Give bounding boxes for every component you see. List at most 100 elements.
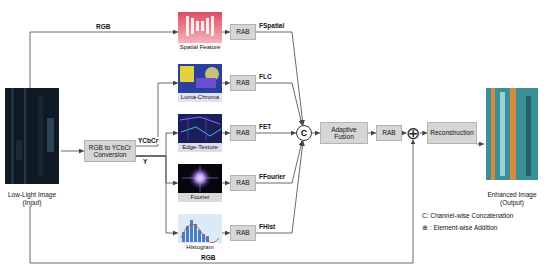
node-label: Reconstruction [430, 129, 473, 136]
connector [256, 83, 302, 125]
edge-label: FET [258, 123, 272, 130]
photo-detail [16, 140, 22, 160]
rab-block: RAB [230, 225, 256, 241]
connector [136, 156, 178, 183]
network-bar [206, 18, 209, 34]
rab-block: RAB [230, 175, 256, 191]
node-label: Spatial Feature [178, 43, 222, 52]
edge-label: FSpatial [258, 22, 285, 29]
spectrum-axis [182, 166, 218, 192]
connector [312, 133, 320, 134]
connector [256, 141, 303, 233]
photo-detail [526, 96, 531, 176]
node-label: Low-Light Image (Input) [3, 191, 61, 206]
edge-texture-picture [178, 114, 222, 152]
histogram-picture [178, 214, 222, 252]
node-label: RAB [236, 179, 249, 186]
connector [256, 141, 302, 183]
concat-circle: C [296, 125, 312, 141]
photo-detail [491, 88, 495, 180]
connector [136, 156, 178, 233]
connector [419, 133, 427, 134]
spatial-feature-picture [178, 12, 222, 52]
histogram-bar [190, 220, 193, 242]
legend-text: ⊕ : Element-wise Addition [422, 224, 497, 231]
node-label: Histogram [178, 243, 222, 252]
node-label: RAB [236, 229, 249, 236]
fourier-picture [178, 164, 222, 202]
picture-detail [196, 78, 216, 88]
panel-ground [178, 64, 222, 102]
picture-detail [188, 116, 206, 140]
edge-label: RGB [95, 23, 111, 30]
feature-panel: Histogram [178, 214, 222, 252]
network-bar [196, 21, 199, 31]
node-label: Adaptive Fusion [323, 126, 365, 141]
feature-panel: Luma-Chroma [178, 64, 222, 102]
connector [61, 151, 84, 152]
network-bar [186, 16, 189, 36]
connector [256, 133, 296, 134]
photo-detail [47, 118, 54, 152]
connector [477, 144, 484, 145]
histogram-bar [194, 224, 197, 242]
network-bar [191, 18, 194, 34]
connector [30, 139, 413, 263]
feature-panel: Edge-Texture [178, 114, 222, 152]
legend-text: C: Channel-wise Concatenation [422, 212, 513, 219]
connector [256, 32, 303, 125]
output-photo [486, 88, 538, 180]
process-box: RGB to YCbCr Conversion [84, 140, 136, 162]
edge-label: Y [142, 158, 148, 165]
node-label: RAB [236, 79, 249, 86]
connector [136, 83, 178, 146]
photo-detail [24, 88, 26, 184]
picture-detail [180, 117, 220, 124]
photo-detail [500, 92, 505, 176]
edge-label: RGB [200, 254, 216, 261]
add-symbol: ⊕ [405, 125, 421, 141]
panel-ground [178, 12, 222, 52]
process-box: Reconstruction [427, 122, 476, 144]
node-label: C [301, 129, 308, 138]
photo-detail [11, 88, 14, 184]
node-label: Luma-Chroma [178, 93, 222, 102]
node-label: RAB [236, 28, 249, 35]
network-bar [201, 21, 204, 31]
picture-detail [180, 66, 194, 82]
node-label: Fourier [178, 193, 222, 202]
input-image: Low-Light Image (Input) [3, 88, 61, 206]
edge-label: FHist [258, 223, 276, 230]
panel-ground [178, 114, 222, 152]
connector [222, 83, 230, 84]
rab-block: RAB [230, 75, 256, 91]
panel-ground [178, 164, 222, 202]
edge-label: YCbCr [137, 137, 159, 144]
node-label: RAB [236, 129, 249, 136]
connector [222, 32, 230, 33]
node-label: ⊕ [406, 125, 420, 141]
input-photo [5, 88, 59, 184]
output-image: Enhanced Image (Output) [484, 88, 540, 206]
node-label: Enhanced Image (Output) [484, 191, 540, 206]
connector [368, 133, 376, 134]
edge-label: FFourier [258, 173, 286, 180]
rab-block: RAB [230, 24, 256, 40]
connector [222, 183, 230, 184]
photo-detail [510, 88, 516, 180]
picture-detail [181, 127, 221, 136]
legend-entry: C: Channel-wise Concatenation [422, 212, 513, 219]
rab-block: RAB [230, 125, 256, 141]
photo-ground [486, 88, 538, 180]
luma-chroma-picture [178, 64, 222, 102]
photo-ground [5, 88, 59, 184]
process-box: Adaptive Fusion [320, 122, 368, 144]
histogram-curve [181, 224, 219, 243]
node-label: RAB [382, 129, 395, 136]
feature-panel: Spatial Feature [178, 12, 222, 52]
connector [222, 133, 230, 134]
rab-block: RAB [376, 125, 402, 141]
edge-label: FLC [258, 73, 273, 80]
